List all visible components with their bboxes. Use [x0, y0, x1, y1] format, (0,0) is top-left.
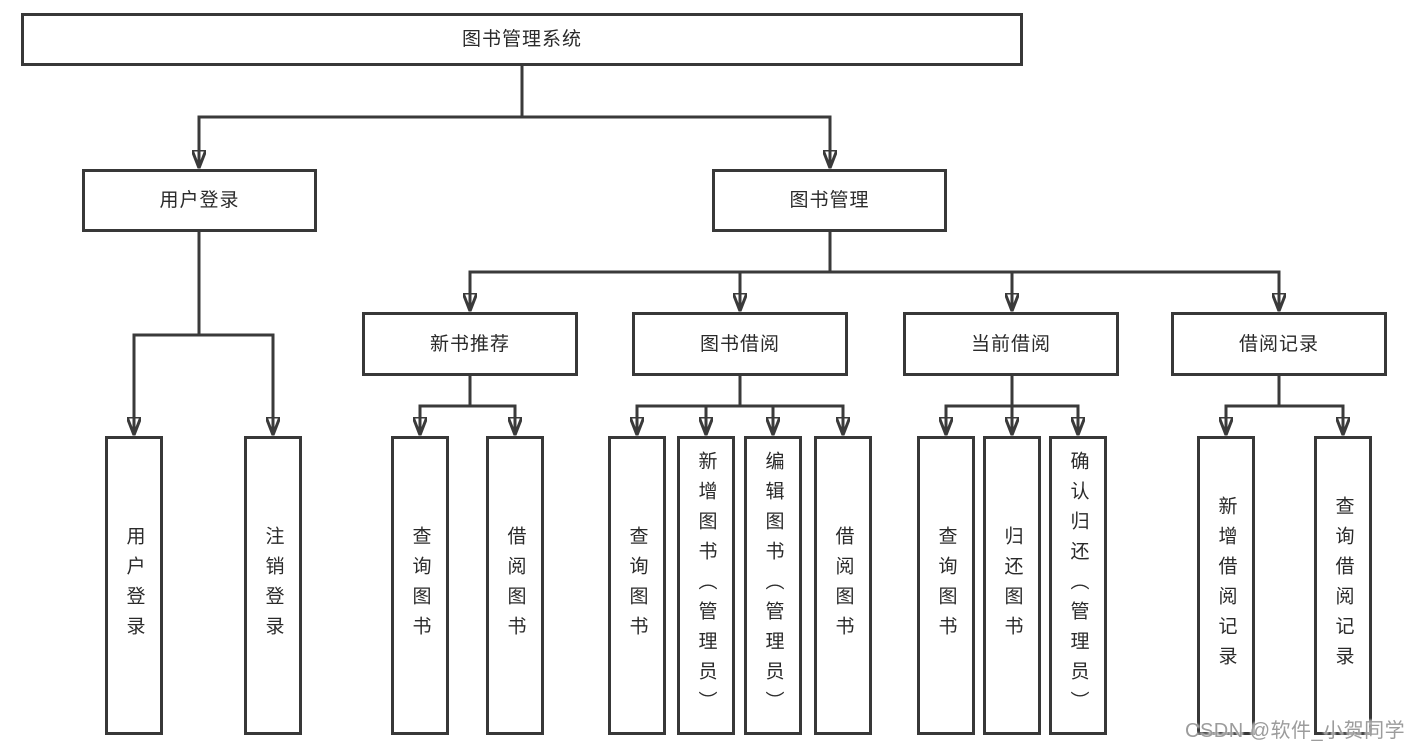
leaf-logout: 注销登录 — [244, 436, 302, 735]
connector-borrow-records-to-children — [1226, 374, 1343, 436]
connector-root-to-level2 — [199, 64, 830, 169]
leaf-user-login: 用户登录 — [105, 436, 163, 735]
leaf-add-book-admin: 新增图书（管理员） — [677, 436, 735, 735]
connector-new-book-recommend-to-children — [420, 374, 515, 436]
leaf-edit-book-admin: 编辑图书（管理员） — [744, 436, 802, 735]
connector-current-borrow-to-children — [946, 374, 1078, 436]
node-book-management: 图书管理 — [712, 169, 947, 232]
node-new-book-recommend: 新书推荐 — [362, 312, 578, 376]
connector-user-login-to-children — [134, 230, 273, 436]
leaf-confirm-return-admin: 确认归还（管理员） — [1049, 436, 1107, 735]
leaf-borrow-books-recommend: 借阅图书 — [486, 436, 544, 735]
leaf-return-book: 归还图书 — [983, 436, 1041, 735]
connector-book-management-to-children — [470, 230, 1279, 312]
node-user-login: 用户登录 — [82, 169, 317, 232]
node-book-borrow: 图书借阅 — [632, 312, 848, 376]
leaf-query-books-recommend: 查询图书 — [391, 436, 449, 735]
connector-book-borrow-to-children — [637, 374, 843, 436]
csdn-watermark: CSDN @软件_小贺同学 — [1185, 720, 1405, 742]
node-library-management-system: 图书管理系统 — [21, 13, 1023, 66]
node-current-borrow: 当前借阅 — [903, 312, 1119, 376]
leaf-add-borrow-record: 新增借阅记录 — [1197, 436, 1255, 735]
leaf-query-borrow-record: 查询借阅记录 — [1314, 436, 1372, 735]
node-borrow-records: 借阅记录 — [1171, 312, 1387, 376]
leaf-borrow-books: 借阅图书 — [814, 436, 872, 735]
leaf-query-books-current: 查询图书 — [917, 436, 975, 735]
leaf-query-books-borrow: 查询图书 — [608, 436, 666, 735]
